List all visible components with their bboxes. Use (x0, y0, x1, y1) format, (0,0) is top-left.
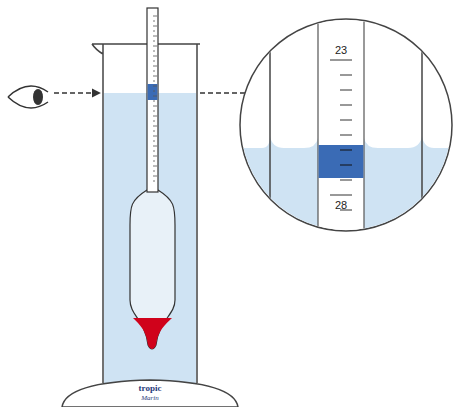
tick-mark (153, 76, 157, 77)
tick-mark (153, 61, 155, 62)
tick-mark (153, 56, 157, 57)
hydrometer-bulb (130, 190, 175, 349)
tick-mark (340, 120, 352, 121)
hydrometer-scale (318, 10, 364, 250)
tick-mark (153, 161, 155, 162)
sight-line (54, 92, 100, 93)
tick-mark (340, 105, 352, 106)
scale-ticks (330, 60, 352, 210)
magnified-view (230, 0, 454, 250)
tick-mark (153, 101, 155, 102)
hydrometer-stem (147, 8, 158, 192)
tick-mark (340, 75, 352, 76)
tick-mark (153, 126, 157, 127)
scale-number: 28 (335, 200, 347, 211)
liquid (230, 136, 270, 250)
tick-mark (153, 86, 157, 87)
cylinder-wall (421, 0, 423, 250)
eye (8, 86, 48, 108)
tick-mark (153, 151, 155, 152)
tick-mark (153, 121, 155, 122)
tick-mark (153, 141, 155, 142)
measuring-cylinder (92, 44, 200, 383)
cylinder-wall (269, 0, 271, 250)
tick-mark (340, 180, 352, 181)
tick-mark (153, 116, 157, 117)
tick-mark (153, 96, 157, 97)
tick-mark (153, 171, 155, 172)
tick-mark (153, 41, 155, 42)
tick-mark (153, 16, 157, 17)
scale-number: 23 (335, 45, 347, 56)
tick-mark (153, 21, 155, 22)
tick-mark (153, 91, 155, 92)
reading-band (319, 145, 364, 178)
tick-mark (153, 106, 157, 107)
tick-mark (153, 131, 155, 132)
tick-mark (330, 195, 352, 196)
ballast-weight (133, 318, 172, 349)
tick-mark (330, 60, 352, 61)
logo-text: Marin (141, 395, 159, 402)
stem-scale (153, 16, 157, 181)
tick-mark (153, 136, 157, 137)
tick-mark (153, 111, 155, 112)
tick-mark (153, 166, 157, 167)
liquid (364, 136, 422, 250)
tick-mark (153, 156, 157, 157)
tick-mark (153, 36, 157, 37)
tick-mark (153, 71, 155, 72)
tick-mark (340, 150, 352, 151)
tick-mark (153, 146, 157, 147)
tick-mark (153, 51, 155, 52)
eye-pupil (33, 89, 43, 105)
liquid (270, 136, 318, 250)
stem-reading-band (148, 84, 158, 100)
logo-text: tropic (139, 384, 162, 393)
tick-mark (153, 176, 157, 177)
tick-mark (153, 81, 155, 82)
tick-mark (153, 66, 157, 67)
tick-mark (153, 46, 157, 47)
tick-mark (153, 181, 155, 182)
tick-mark (153, 31, 155, 32)
liquid (422, 136, 454, 250)
tick-mark (340, 90, 352, 91)
tick-mark (340, 165, 352, 166)
tick-mark (340, 135, 352, 136)
cylinder-base (62, 380, 238, 407)
tick-mark (153, 26, 157, 27)
